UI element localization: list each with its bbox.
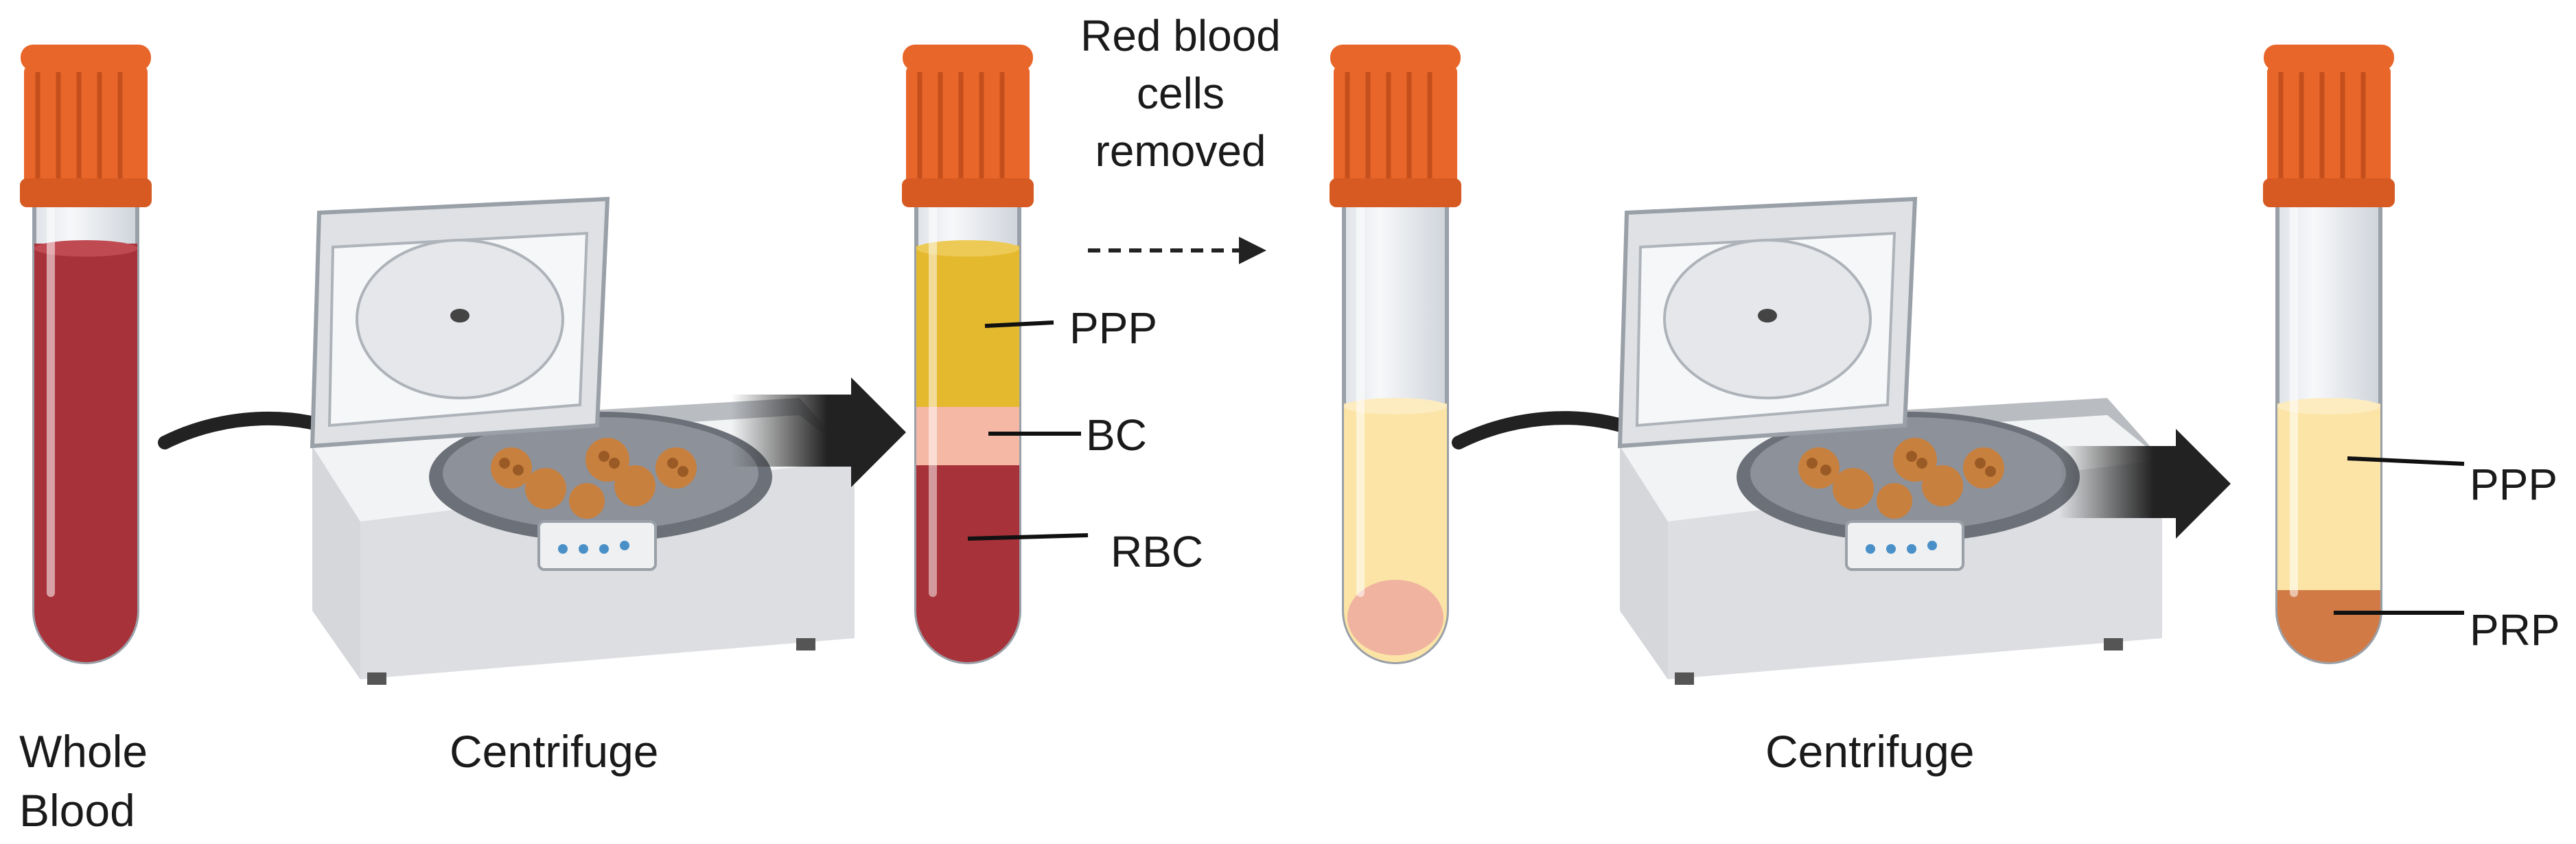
ppp-pointer-line (2347, 456, 2465, 466)
bc-label: BC (1086, 410, 1147, 460)
centrifuge-2-label: Centrifuge (1765, 726, 1975, 777)
whole-blood-label: Whole Blood (19, 722, 148, 840)
rbc-removed-note-line3: removed (1095, 126, 1266, 176)
plasma-tube (1330, 45, 1461, 664)
curved-arrow-icon (1452, 411, 1647, 449)
rbc-removed-note-line1: Red blood (1080, 11, 1281, 60)
buffy-coat-layer (916, 407, 1019, 465)
residual-cells (1347, 580, 1443, 655)
rbc-removed-note-line2: cells (1136, 69, 1225, 118)
dashed-arrowhead-icon (1239, 237, 1266, 264)
rbc-pointer-line (967, 533, 1089, 541)
prp-pellet-layer (2277, 590, 2380, 662)
rbc-label: RBC (1111, 527, 1204, 576)
ppp-label-2: PPP (2470, 460, 2558, 509)
ppp-upper-layer (2277, 403, 2380, 592)
tube-cap-icon (2263, 45, 2395, 207)
prp-label: PRP (2470, 605, 2560, 655)
centrifuge-1-label: Centrifuge (450, 726, 659, 777)
rbc-layer (916, 465, 1019, 662)
tube-cap-icon (1330, 45, 1461, 207)
tube-cap-icon (902, 45, 1034, 207)
whole-blood-label-line2: Blood (19, 785, 135, 836)
rbc-removed-note: Red blood cells removed (1060, 7, 1301, 180)
separated-blood-tube (902, 45, 1089, 664)
process-arrow-icon (2059, 429, 2231, 539)
whole-blood-layer (34, 244, 137, 662)
tube-cap-icon (20, 45, 152, 207)
centrifuge-2-icon (1617, 196, 2162, 685)
ppp-pointer-line (984, 320, 1054, 328)
centrifuge-1-icon (310, 196, 855, 685)
process-arrow-icon (731, 377, 906, 487)
prp-tube (2263, 45, 2465, 664)
whole-blood-tube (20, 45, 152, 664)
whole-blood-label-line1: Whole (19, 726, 148, 777)
ppp-label-1: PPP (1069, 303, 1158, 353)
